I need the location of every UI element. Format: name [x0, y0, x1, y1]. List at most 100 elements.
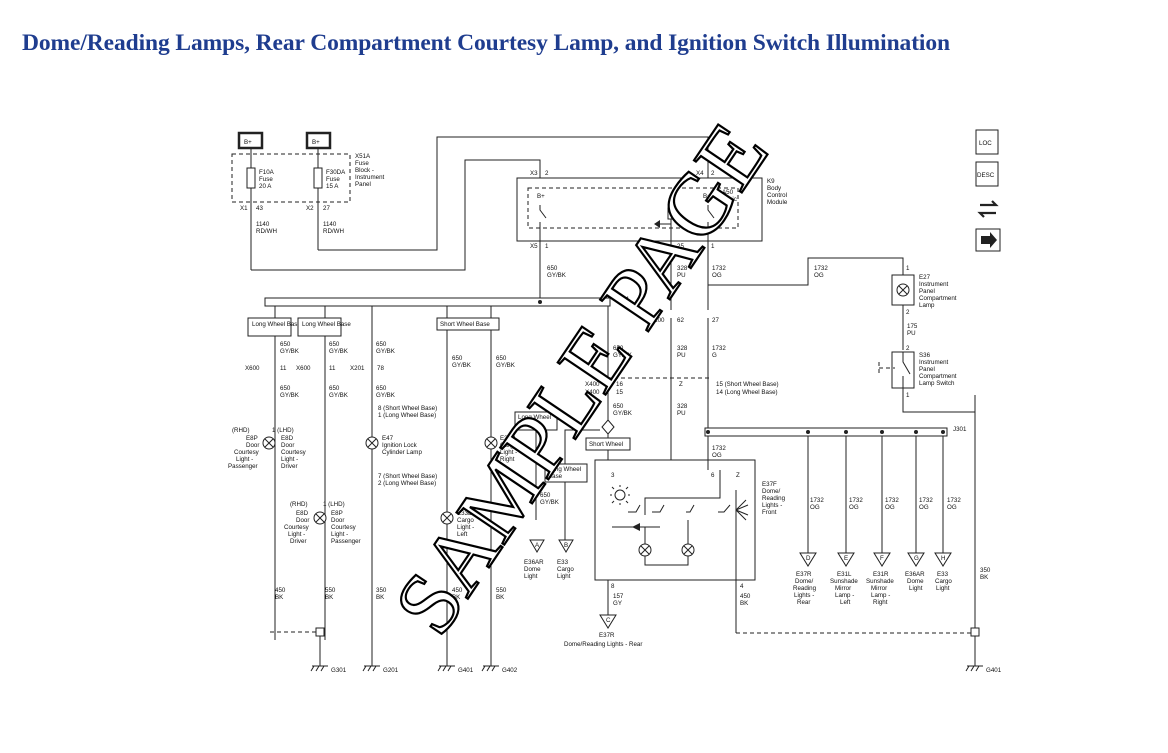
wire-650-f-color: GY/BK: [496, 362, 516, 369]
e27-l4: Compartment: [919, 295, 957, 302]
wire-1732-b: 1732: [814, 265, 828, 272]
wire-og-2-color: OG: [849, 504, 859, 511]
wire-650-b: 650: [280, 341, 291, 348]
cycle-icon[interactable]: [977, 200, 999, 218]
e33-l2: Cargo: [557, 566, 574, 573]
wire-650-d: 650: [376, 341, 387, 348]
e8p-l3: Courtesy: [234, 449, 260, 456]
lwb-label-2: Long Wheel Base: [302, 321, 351, 328]
pin-1-lwb: 1 (Long Wheel Base): [378, 412, 436, 419]
e37f-pin-8: 8: [611, 583, 615, 590]
wire-1732-a: 1732: [712, 265, 726, 272]
x51a-label: X51A: [355, 153, 371, 160]
bcm-x2b-pin: 25: [677, 243, 684, 250]
lwb-label-3-b: Base: [518, 421, 533, 428]
offpage-g-l3: Light: [909, 585, 923, 592]
x2-connector: X2: [306, 205, 314, 212]
wire-650-g-color: GY/BK: [613, 352, 633, 359]
bcm-x5-pin: 1: [545, 243, 549, 250]
wire-328-b-color: PU: [677, 352, 686, 359]
fuse-f10a-type: Fuse: [259, 176, 273, 183]
bcm-pin-1: 1: [711, 243, 715, 250]
e8d-l5: Driver: [281, 463, 298, 470]
x400-pin-16: 16: [616, 381, 623, 388]
bcm-x3-pin: 2: [545, 170, 549, 177]
offpage-g-l2: Dome: [907, 578, 924, 585]
wire-328-b: 328: [677, 345, 688, 352]
offpage-h-label: H: [941, 555, 945, 562]
left-branches: Long Wheel Base Long Wheel Base Short Wh…: [228, 317, 633, 640]
wire-650-e-color: GY/BK: [452, 362, 472, 369]
e8d-lhd: 1 (LHD): [272, 427, 294, 434]
offpage-e-id: E31L: [837, 571, 852, 578]
wire-bk-2-color: BK: [325, 594, 334, 601]
wire-650-l: 650: [540, 492, 551, 499]
e27-id: E27: [919, 274, 931, 281]
e8p-l4: Light -: [236, 456, 253, 463]
loc-button[interactable]: LOC: [975, 129, 999, 155]
e8d2-id: E8D: [296, 510, 309, 517]
offpage-c: [599, 614, 617, 629]
wire-650-j-color: GY/BK: [376, 392, 396, 399]
next-arrow-icon[interactable]: [975, 228, 1001, 252]
e8d2-l2: Door: [296, 517, 309, 524]
wire-1140-a: 1140: [256, 221, 270, 228]
wire-157: 157: [613, 593, 624, 600]
fuse-f10a-rating: 20 A: [259, 183, 272, 190]
wire-color-b: RD/WH: [323, 228, 344, 235]
e8p-id: E8P: [246, 435, 258, 442]
lwb-label-1: Long Wheel Base: [252, 321, 301, 328]
offpage-f-id: E31R: [873, 571, 889, 578]
offpage-f-l5: Right: [873, 599, 888, 606]
bcm-line2: Body: [767, 185, 782, 192]
wire-og-2: 1732: [849, 497, 863, 504]
wire-bk-3: 350: [376, 587, 387, 594]
fuse-f30da-type: Fuse: [326, 176, 340, 183]
wire-1732-c-color: G: [712, 352, 717, 359]
offpage-g-label: G: [914, 555, 919, 562]
desc-label: DESC: [977, 172, 995, 179]
bcm-x5: X5: [530, 243, 538, 250]
offpage-g: [907, 552, 925, 567]
x400-b: X400: [585, 389, 600, 396]
x1-connector: X1: [240, 205, 248, 212]
ground-splice-left: [315, 627, 325, 637]
wire-1732-a-color: OG: [712, 272, 722, 279]
fuse-f30da-rating: 15 A: [326, 183, 339, 190]
fuse-f10a: [246, 167, 256, 189]
s36-l3: Panel: [919, 366, 935, 373]
wire-og-1: 1732: [810, 497, 824, 504]
e47-l2: Ignition Lock: [382, 442, 418, 449]
right-outputs: J301 1732 OG 1732 OG 1732 OG 1732 OG 173…: [704, 395, 991, 637]
swb-label-2: Short Wheel: [589, 441, 623, 448]
s36-pin-1: 1: [906, 392, 910, 399]
e8d-id: E8D: [281, 435, 294, 442]
wire-1732-c: 1732: [712, 345, 726, 352]
wire-bk-3-color: BK: [376, 594, 385, 601]
wire-650-c: 650: [329, 341, 340, 348]
wire-650-i-color: GY/BK: [329, 392, 349, 399]
e37f-pin-z: Z: [736, 472, 740, 479]
e8d-l4: Light -: [281, 456, 298, 463]
fuse-f30da: [313, 167, 323, 189]
e8p-l5: Passenger: [228, 463, 258, 470]
s36-pin-2: 2: [906, 345, 910, 352]
s36-l2: Instrument: [919, 359, 949, 366]
e37f-pin-6: 6: [711, 472, 715, 479]
x600-a-pin: 11: [280, 365, 287, 372]
x201-pin: 78: [377, 365, 384, 372]
e37f-outline: [594, 459, 756, 581]
desc-button[interactable]: DESC: [975, 161, 999, 187]
bcm-bplus-b: B+: [703, 193, 711, 200]
offpage-d-l5: Rear: [797, 599, 810, 606]
wire-1732-d: 1732: [712, 445, 726, 452]
wire-1140-b: 1140: [323, 221, 337, 228]
wire-328-a-color: PU: [677, 272, 686, 279]
wire-650-c-color: GY/BK: [329, 348, 349, 355]
e8p2-lhd: 1 (LHD): [323, 501, 345, 508]
pin-8-swb: 8 (Short Wheel Base): [378, 405, 437, 412]
offpage-e-l4: Lamp -: [835, 592, 854, 599]
e33r-l4: Right: [500, 456, 515, 463]
body-control-module: K9 Body Control Module A50 Logic X3 2 X4…: [516, 170, 788, 310]
